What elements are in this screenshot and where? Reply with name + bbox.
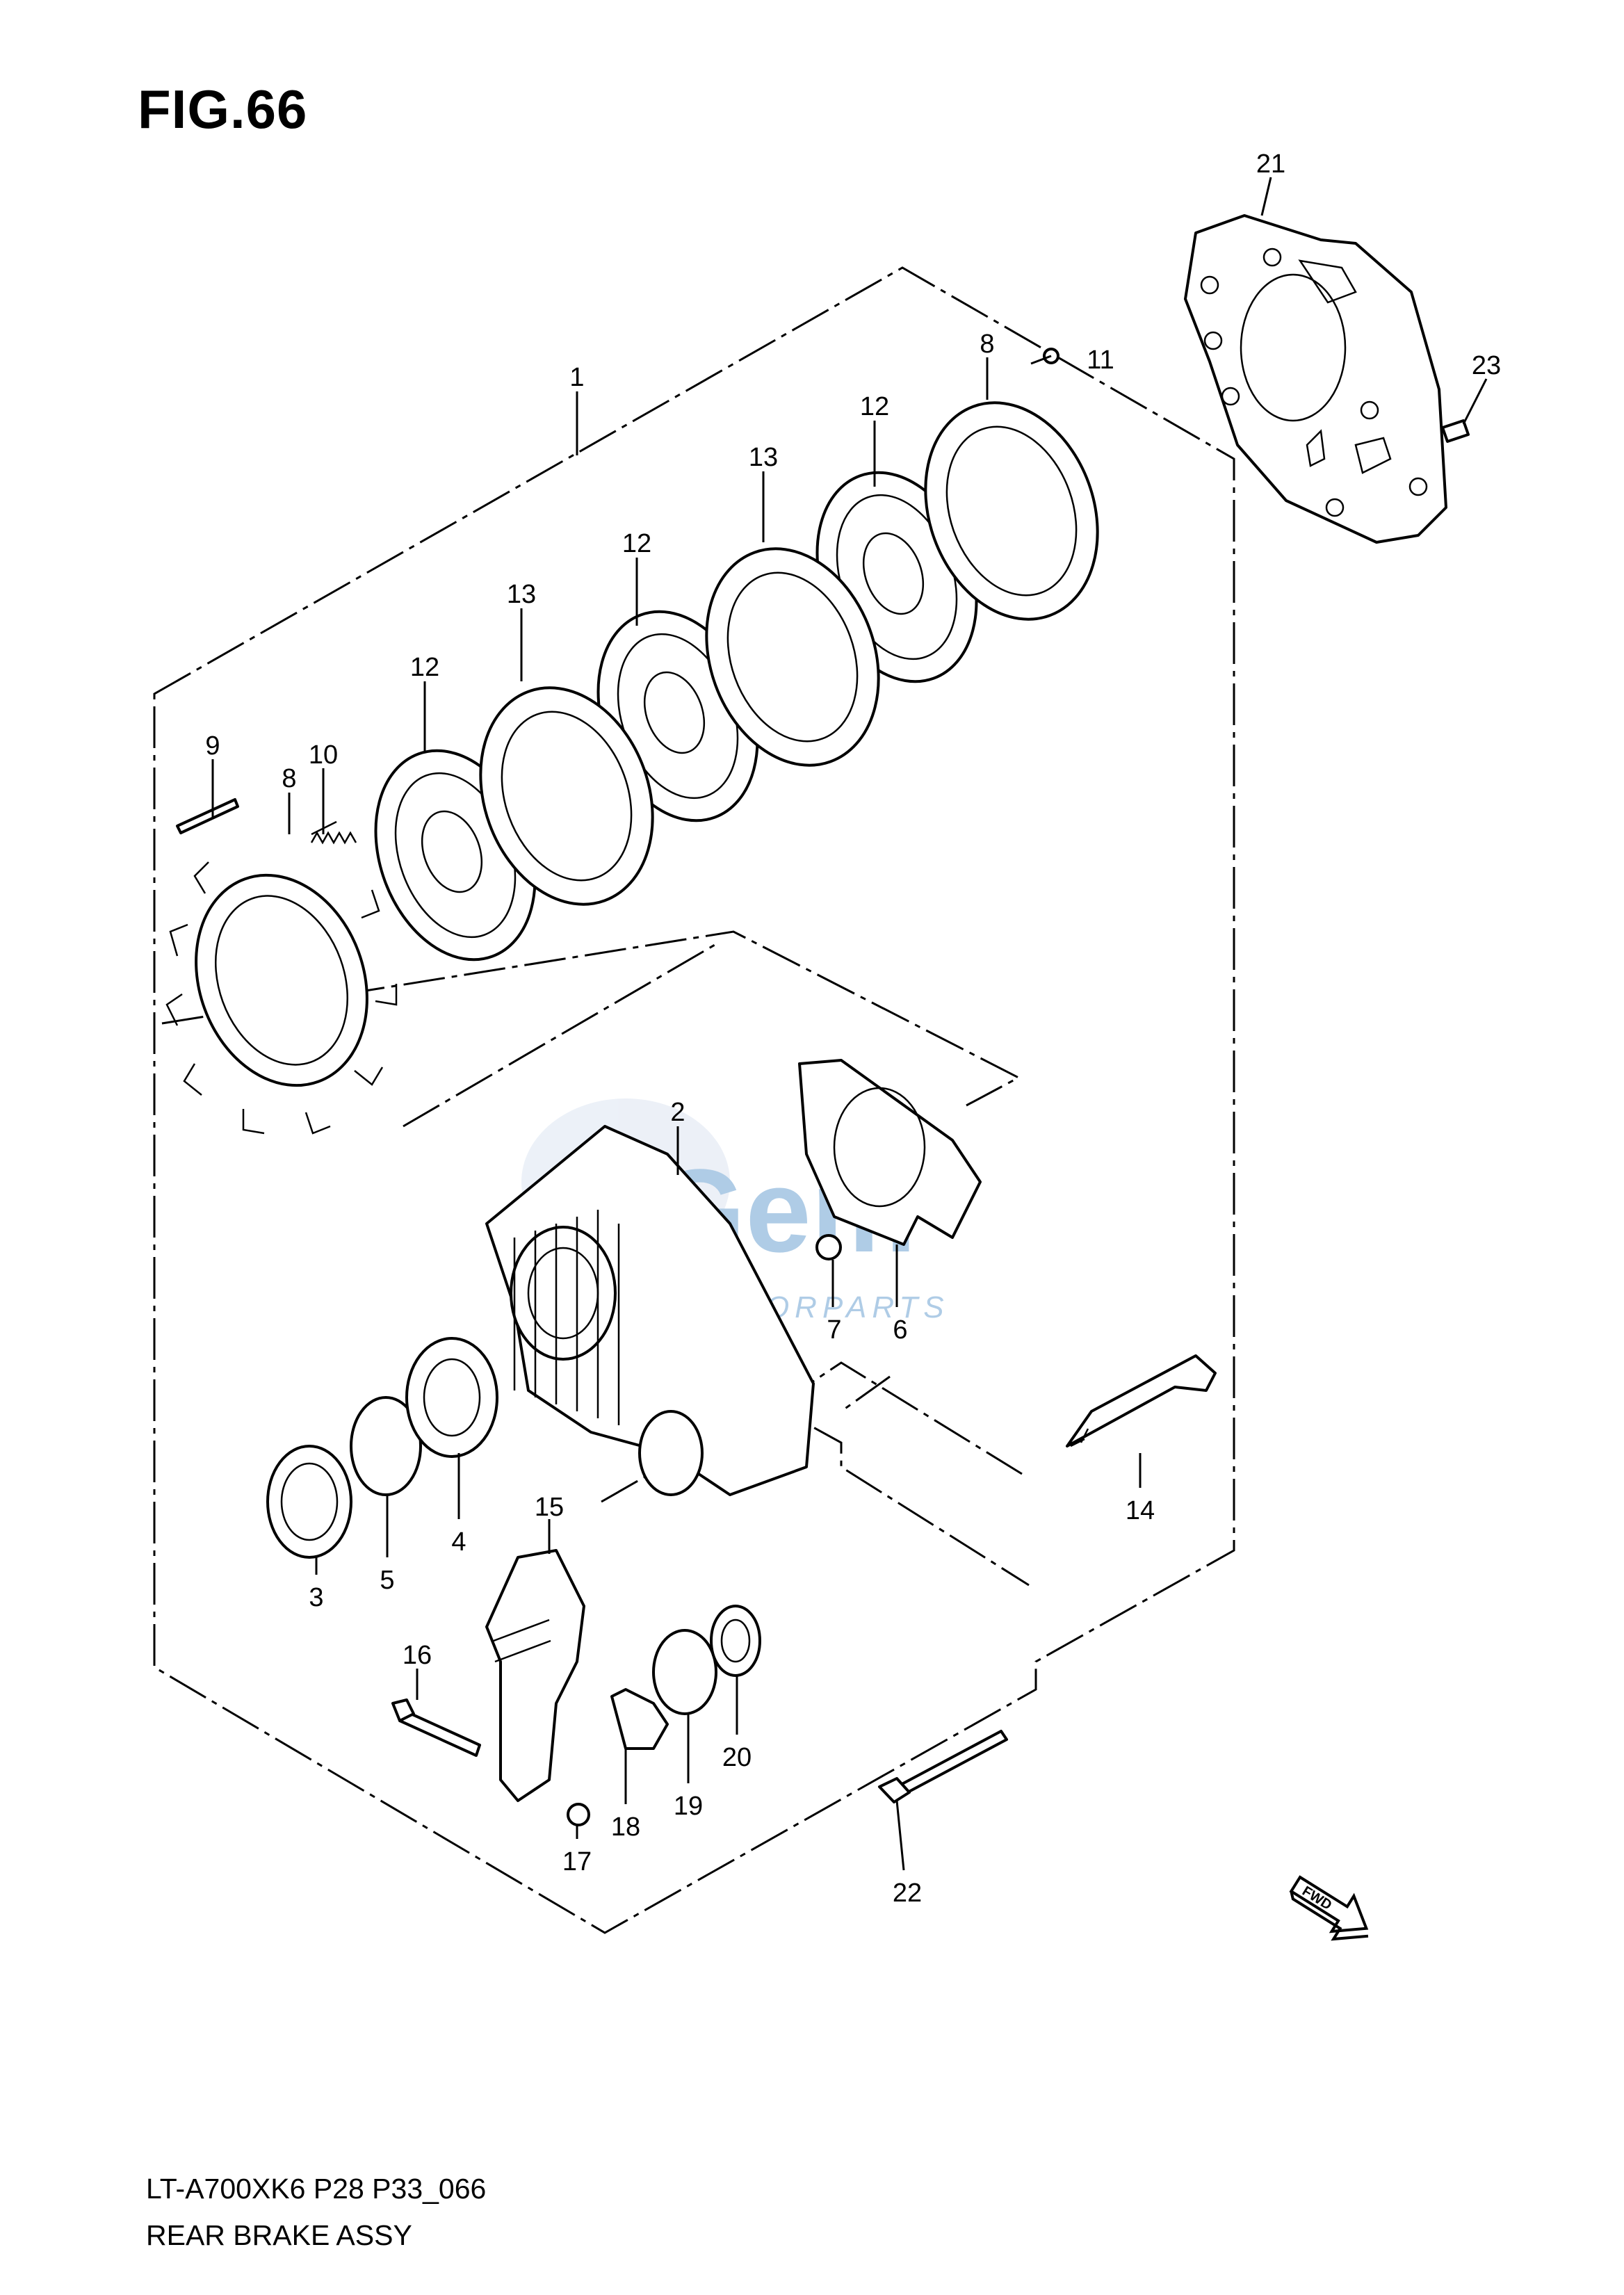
callout-16: 16 <box>403 1641 432 1670</box>
callout-14: 14 <box>1126 1496 1155 1525</box>
part-13-steel-plate-2 <box>705 547 880 767</box>
callout-1: 1 <box>569 363 584 392</box>
part-5-circlip <box>350 1396 422 1496</box>
part-2-brake-housing <box>485 1125 815 1496</box>
part-17-nut <box>567 1803 590 1826</box>
part-3-oil-seal <box>266 1445 352 1559</box>
part-13-steel-plate-1 <box>479 686 654 906</box>
callout-4: 4 <box>451 1527 466 1557</box>
part-9-pin <box>176 798 239 834</box>
fwd-arrow-icon: FWD <box>1289 1875 1369 1941</box>
callout-7: 7 <box>827 1315 841 1345</box>
assembly-name-caption: REAR BRAKE ASSY <box>146 2219 412 2251</box>
callout-8-right: 8 <box>980 330 994 359</box>
callout-19: 19 <box>674 1792 703 1821</box>
part-19-spring <box>652 1629 717 1715</box>
callout-leaders <box>211 177 1488 1871</box>
callout-20: 20 <box>722 1743 752 1772</box>
part-14-shaft <box>1066 1354 1217 1447</box>
model-code-caption: LT-A700XK6 P28 P33_066 <box>146 2173 487 2205</box>
callout-21: 21 <box>1256 149 1285 179</box>
part-22-long-bolt <box>878 1730 1008 1803</box>
callout-9: 9 <box>205 731 220 761</box>
callout-12-middle: 12 <box>622 529 651 558</box>
part-6-cover <box>798 1059 982 1246</box>
callout-12-right: 12 <box>860 392 889 421</box>
callout-2: 2 <box>670 1098 685 1127</box>
part-16-bolt <box>391 1698 481 1757</box>
part-10-spring <box>310 820 357 845</box>
part-4-bearing <box>405 1337 498 1458</box>
callout-13-left: 13 <box>507 580 536 609</box>
callout-12-left: 12 <box>410 653 439 682</box>
callout-18: 18 <box>611 1813 640 1842</box>
callout-23: 23 <box>1472 351 1501 380</box>
part-21-gasket <box>1184 214 1447 544</box>
figure-title: FIG.66 <box>138 79 308 140</box>
part-7-plug <box>815 1234 842 1260</box>
callout-10: 10 <box>309 740 338 770</box>
callout-22: 22 <box>893 1879 922 1908</box>
callout-15: 15 <box>535 1493 564 1522</box>
part-15-brake-lever <box>485 1549 585 1802</box>
callout-8-left: 8 <box>282 764 296 793</box>
callout-13-right: 13 <box>749 443 778 472</box>
part-8-steel-plate-left <box>165 861 398 1135</box>
part-8-steel-plate-right <box>924 401 1099 621</box>
part-23-dowel-pin <box>1441 419 1470 443</box>
callout-3: 3 <box>309 1583 323 1612</box>
callout-6: 6 <box>893 1315 907 1345</box>
callout-17: 17 <box>562 1847 592 1876</box>
callout-labels: 1 2 3 4 6 5 7 8 8 9 10 11 12 12 12 13 13… <box>205 149 1501 1908</box>
callout-5: 5 <box>380 1566 394 1595</box>
callout-11: 11 <box>1087 346 1114 375</box>
part-20-washer <box>710 1605 761 1677</box>
